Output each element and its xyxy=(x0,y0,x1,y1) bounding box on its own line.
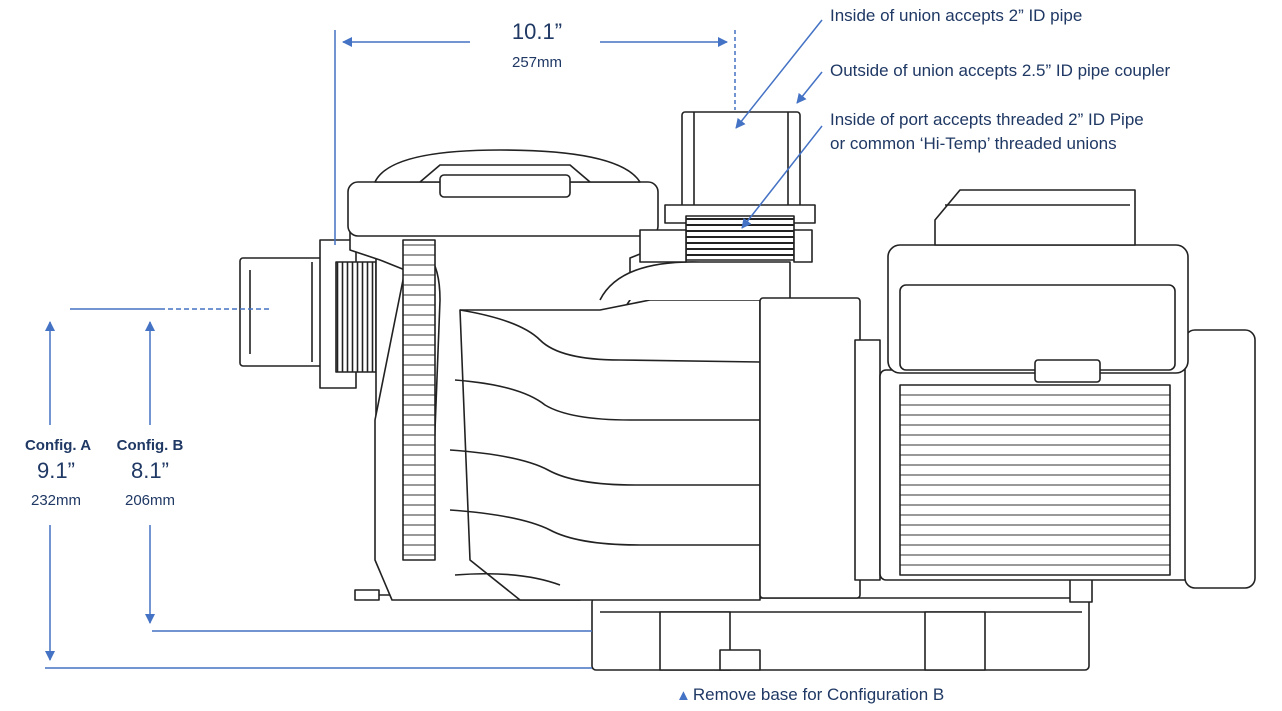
remove-base-note: ▲Remove base for Configuration B xyxy=(676,685,944,705)
callout-leader-2 xyxy=(796,71,823,104)
callout-union-inside: Inside of union accepts 2” ID pipe xyxy=(830,6,1083,25)
motor-body xyxy=(879,329,1256,589)
remove-base-note-text: Remove base for Configuration B xyxy=(692,685,945,704)
config-b-mm: 206mm xyxy=(124,492,176,509)
callout-leader-1 xyxy=(735,19,823,129)
motor-flange xyxy=(759,297,881,599)
width-dimension-inches: 10.1” xyxy=(511,19,563,44)
strainer-lid xyxy=(347,149,659,237)
config-a-mm: 232mm xyxy=(30,492,82,509)
dimension-lines xyxy=(45,19,823,669)
outlet-port xyxy=(639,111,816,263)
callout-port-inside: Inside of port accepts threaded 2” ID Pi… xyxy=(830,110,1144,153)
config-a-label: Config. A xyxy=(24,437,92,454)
pump-base xyxy=(591,571,1093,671)
pump-drawing xyxy=(239,111,1256,671)
width-dimension-mm: 257mm xyxy=(511,54,563,71)
config-b-label: Config. B xyxy=(116,437,184,454)
triangle-up-icon: ▲ xyxy=(676,687,691,704)
config-b-inches: 8.1” xyxy=(131,458,169,483)
pump-housing xyxy=(449,261,791,601)
callout-leader-3 xyxy=(741,125,823,229)
config-a-inches: 9.1” xyxy=(37,458,75,483)
callout-union-outside: Outside of union accepts 2.5” ID pipe co… xyxy=(830,61,1171,80)
control-box xyxy=(887,189,1189,383)
